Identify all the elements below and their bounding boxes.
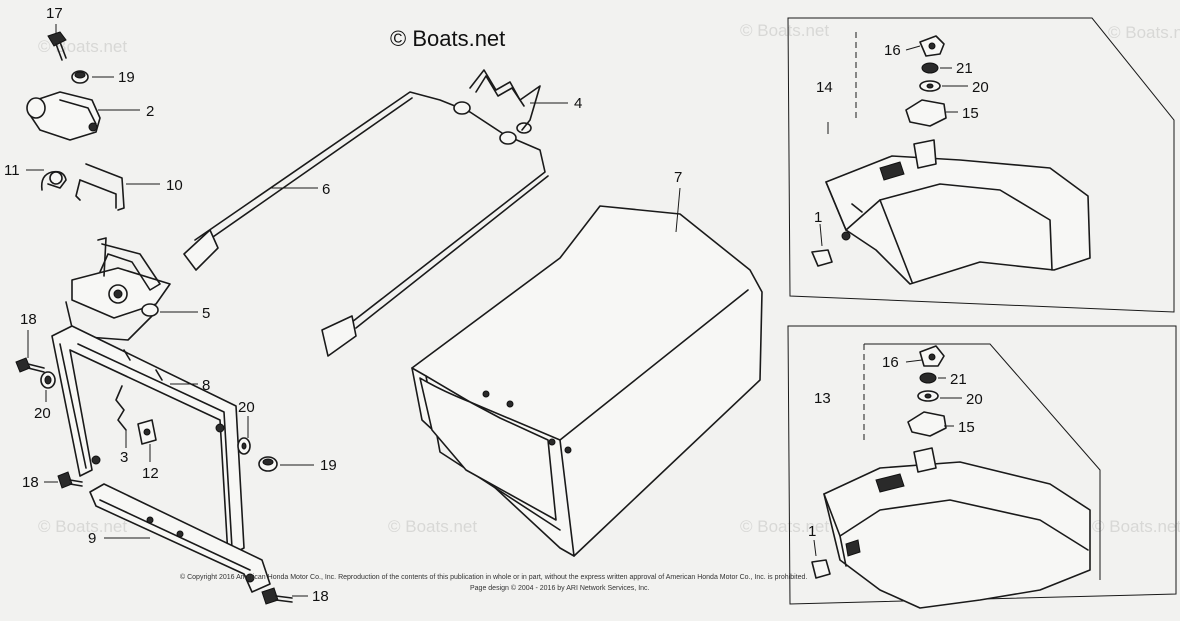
washer-20-mid	[237, 437, 251, 455]
callout-16: 16	[882, 354, 899, 371]
watermark-text: © Boats.net	[388, 517, 477, 536]
callout-20: 20	[238, 399, 255, 416]
page-design-line: Page design © 2004 - 2016 by ARI Network…	[470, 584, 650, 592]
callout-6: 6	[322, 181, 330, 198]
watermark-text: © Boats.net	[38, 517, 127, 536]
grass-bag-7	[411, 205, 763, 557]
washer-20-left	[40, 371, 56, 389]
callout-19: 19	[320, 457, 337, 474]
callout-2: 2	[146, 103, 154, 120]
callout-7: 7	[674, 169, 682, 186]
watermark-text: © Boats.net	[740, 517, 829, 536]
brand-label: © Boats.net	[390, 26, 505, 51]
upper-hardware	[811, 35, 947, 267]
callout-1: 1	[814, 209, 822, 226]
detail-box-upper	[787, 17, 1175, 313]
spring-3	[115, 385, 127, 431]
bolt-18-left	[15, 357, 45, 373]
bolt-18-bottom	[261, 587, 293, 605]
callout-20: 20	[966, 391, 983, 408]
callout-15: 15	[962, 105, 979, 122]
wire-4	[469, 69, 541, 131]
nut-19-mid	[258, 456, 278, 472]
clamp-2	[26, 91, 101, 141]
rod-6	[183, 91, 549, 357]
bracket-12	[137, 419, 157, 445]
detail-box-lower	[787, 325, 1177, 605]
callout-11: 11	[4, 162, 20, 179]
callout-21: 21	[956, 60, 973, 77]
watermark-text: © Boats.net	[1092, 517, 1180, 536]
frame-8	[51, 325, 245, 557]
callout-16: 16	[884, 42, 901, 59]
callout-3: 3	[120, 449, 128, 466]
bracket-9	[89, 483, 271, 593]
leader-lines	[26, 24, 968, 597]
callout-15: 15	[958, 419, 975, 436]
callout-21: 21	[950, 371, 967, 388]
callout-17: 17	[46, 5, 63, 22]
lower-hardware	[811, 345, 947, 579]
pin-10	[75, 163, 125, 211]
callout-1: 1	[808, 523, 816, 540]
callout-8: 8	[202, 377, 210, 394]
watermark-text: © Boats.net	[1108, 23, 1180, 42]
chute-14	[825, 139, 1091, 285]
chute-13	[823, 447, 1091, 609]
handle-5	[65, 237, 171, 341]
callout-20: 20	[972, 79, 989, 96]
callout-18: 18	[22, 474, 39, 491]
callout-19: 19	[118, 69, 135, 86]
callout-4: 4	[574, 95, 582, 112]
callout-18: 18	[20, 311, 37, 328]
watermarks: © Boats.net © Boats.net © Boats.net © Bo…	[38, 21, 1180, 536]
callout-labels: 17 19 2 11 10 6 4 7 5 18 20 8 20 3 12 19…	[4, 5, 989, 605]
copyright-line: © Copyright 2016 American Honda Motor Co…	[180, 573, 807, 581]
callout-12: 12	[142, 465, 159, 482]
callout-20: 20	[34, 405, 51, 422]
callout-10: 10	[166, 177, 183, 194]
callout-5: 5	[202, 305, 210, 322]
clip-11	[40, 170, 67, 191]
callout-18: 18	[312, 588, 329, 605]
callout-9: 9	[88, 530, 96, 547]
watermark-text: © Boats.net	[740, 21, 829, 40]
nut-19-top	[71, 70, 89, 84]
callout-13: 13	[814, 390, 831, 407]
callout-14: 14	[816, 79, 833, 96]
bolt-18-mid	[57, 471, 83, 489]
